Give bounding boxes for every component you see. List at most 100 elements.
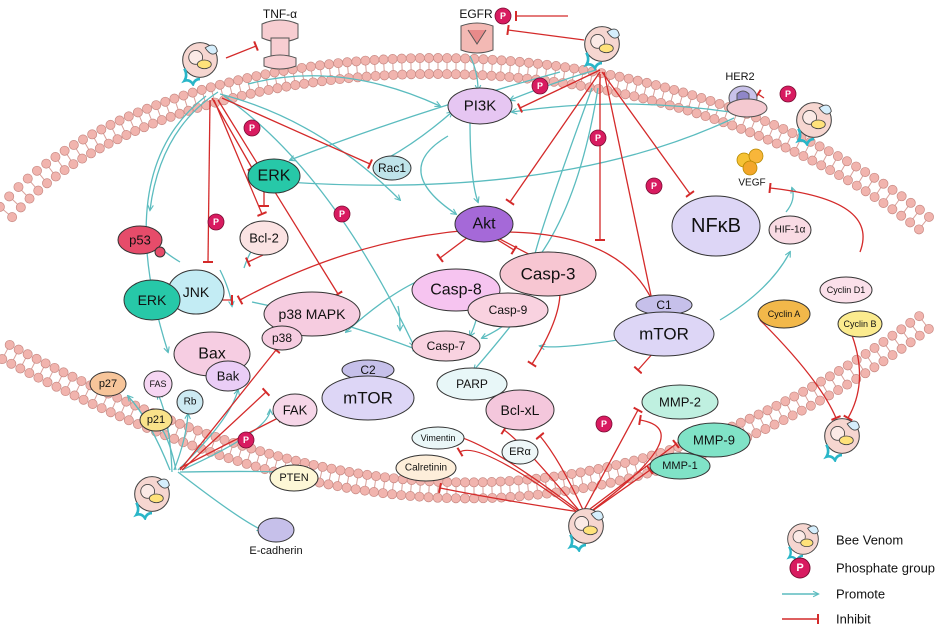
fas-shape xyxy=(143,370,173,398)
promote-edge xyxy=(538,87,599,258)
nfkb-label: NFκB xyxy=(691,215,741,237)
node-c2: C2 xyxy=(341,359,395,381)
node-p27: p27 xyxy=(89,371,127,397)
promote-edge xyxy=(469,119,478,202)
era-shape xyxy=(501,439,539,465)
promote-edge xyxy=(247,75,440,106)
node-rb: Rb xyxy=(176,389,204,415)
era-label: ERα xyxy=(509,446,531,458)
akt-label: Akt xyxy=(472,216,496,233)
calretinin-shape xyxy=(395,454,457,482)
tnf-receptor: TNF-α xyxy=(261,7,299,70)
mtor1-label: mTOR xyxy=(639,325,689,344)
phosphate-group: P xyxy=(333,205,351,223)
inhibit-edge xyxy=(213,99,267,217)
bee-venom-cell xyxy=(181,41,219,86)
bax-label: Bax xyxy=(198,346,226,363)
phosphate-group: P xyxy=(645,177,663,195)
node-bclxl: Bcl-xL xyxy=(485,389,555,431)
promote-edge xyxy=(173,414,188,471)
vimentin-label: Vimentin xyxy=(421,433,456,443)
her2-label: HER2 xyxy=(725,71,754,83)
bak-label: Bak xyxy=(217,369,240,384)
cyclin-a-label: Cyclin A xyxy=(768,309,801,319)
p53-label: p53 xyxy=(129,233,151,248)
rac1-shape xyxy=(372,155,412,181)
node-p21: p21 xyxy=(139,408,173,432)
parp-label: PARP xyxy=(456,377,488,391)
casp7-shape xyxy=(411,330,481,362)
bcl2-label: Bcl-2 xyxy=(249,231,279,246)
phosphate-label: P xyxy=(595,133,601,143)
node-cyclin-b: Cyclin B xyxy=(837,310,883,338)
hif1a-shape xyxy=(768,215,812,245)
promote-edge xyxy=(512,103,731,112)
ecadherin-shape xyxy=(257,517,295,543)
promote-edge xyxy=(177,471,262,530)
phosphate-group: P xyxy=(779,85,797,103)
phosphate-label: P xyxy=(339,209,345,219)
ecadherin-label: E-cadherin xyxy=(249,545,302,557)
inhibit-edge xyxy=(583,406,643,511)
cyclin-d1-label: Cyclin D1 xyxy=(827,285,866,295)
node-erk-mid: ERK xyxy=(123,279,181,321)
phosphate-label: P xyxy=(213,217,219,227)
parp-shape xyxy=(436,367,508,401)
pi3k-shape xyxy=(447,87,513,125)
pten-shape xyxy=(269,464,319,492)
inhibit-edge xyxy=(438,482,581,513)
inhibit-edge xyxy=(754,89,765,99)
casp9-shape xyxy=(467,292,549,328)
c2-label: C2 xyxy=(360,363,376,377)
node-mmp9: MMP-9 xyxy=(677,422,751,458)
inhibit-edge xyxy=(181,387,271,471)
node-vimentin: Vimentin xyxy=(411,426,465,450)
her2-receptor: HER2 xyxy=(725,71,768,118)
phosphate-label: P xyxy=(601,419,607,429)
legend-bee-venom-label: Bee Venom xyxy=(836,533,903,548)
inhibit-edge xyxy=(768,182,864,253)
phosphate-label: P xyxy=(249,123,255,133)
node-mmp2: MMP-2 xyxy=(641,384,719,420)
casp8-label: Casp-8 xyxy=(430,282,482,299)
inhibit-edge xyxy=(603,71,660,313)
inhibit-edge xyxy=(535,432,585,513)
bee-venom-cell xyxy=(133,475,171,520)
mtor2-label: mTOR xyxy=(343,389,393,408)
phosphate-group: P xyxy=(589,129,607,147)
node-jnk: JNK xyxy=(167,269,225,315)
inhibit-edge xyxy=(507,231,657,304)
mmp9-shape xyxy=(677,422,751,458)
promote-edge xyxy=(219,93,400,200)
hif1a-label: HIF-1α xyxy=(775,225,806,236)
node-casp7: Casp-7 xyxy=(411,330,481,362)
promote-edge xyxy=(150,91,219,210)
p21-label: p21 xyxy=(147,414,165,426)
fak-label: FAK xyxy=(283,403,308,418)
legend-phosphate-label: Phosphate group xyxy=(836,561,935,576)
inhibit-edge xyxy=(179,413,282,469)
promote-edge xyxy=(398,305,400,330)
phosphate-label: P xyxy=(651,181,657,191)
rb-label: Rb xyxy=(184,397,197,408)
bak-shape xyxy=(205,360,251,392)
casp3-shape xyxy=(499,251,597,297)
mtor2-shape xyxy=(321,375,415,421)
node-mtor2: mTOR xyxy=(321,375,415,421)
legend-bee-venom-icon xyxy=(786,522,820,562)
promote-edge xyxy=(785,188,793,213)
pathway-edges xyxy=(128,11,864,530)
node-era: ERα xyxy=(501,439,539,465)
top-cell-membrane xyxy=(0,53,934,235)
bee-venom-cell xyxy=(567,507,605,552)
node-ecadherin: E-cadherin xyxy=(249,517,303,557)
phosphate-group: P xyxy=(243,119,261,137)
node-calretinin: Calretinin xyxy=(395,454,457,482)
bclxl-shape xyxy=(485,389,555,431)
legend-promote-label: Promote xyxy=(836,587,885,602)
p38-label: p38 xyxy=(272,331,292,345)
calretinin-label: Calretinin xyxy=(405,463,447,474)
inhibit-edge xyxy=(217,99,343,298)
